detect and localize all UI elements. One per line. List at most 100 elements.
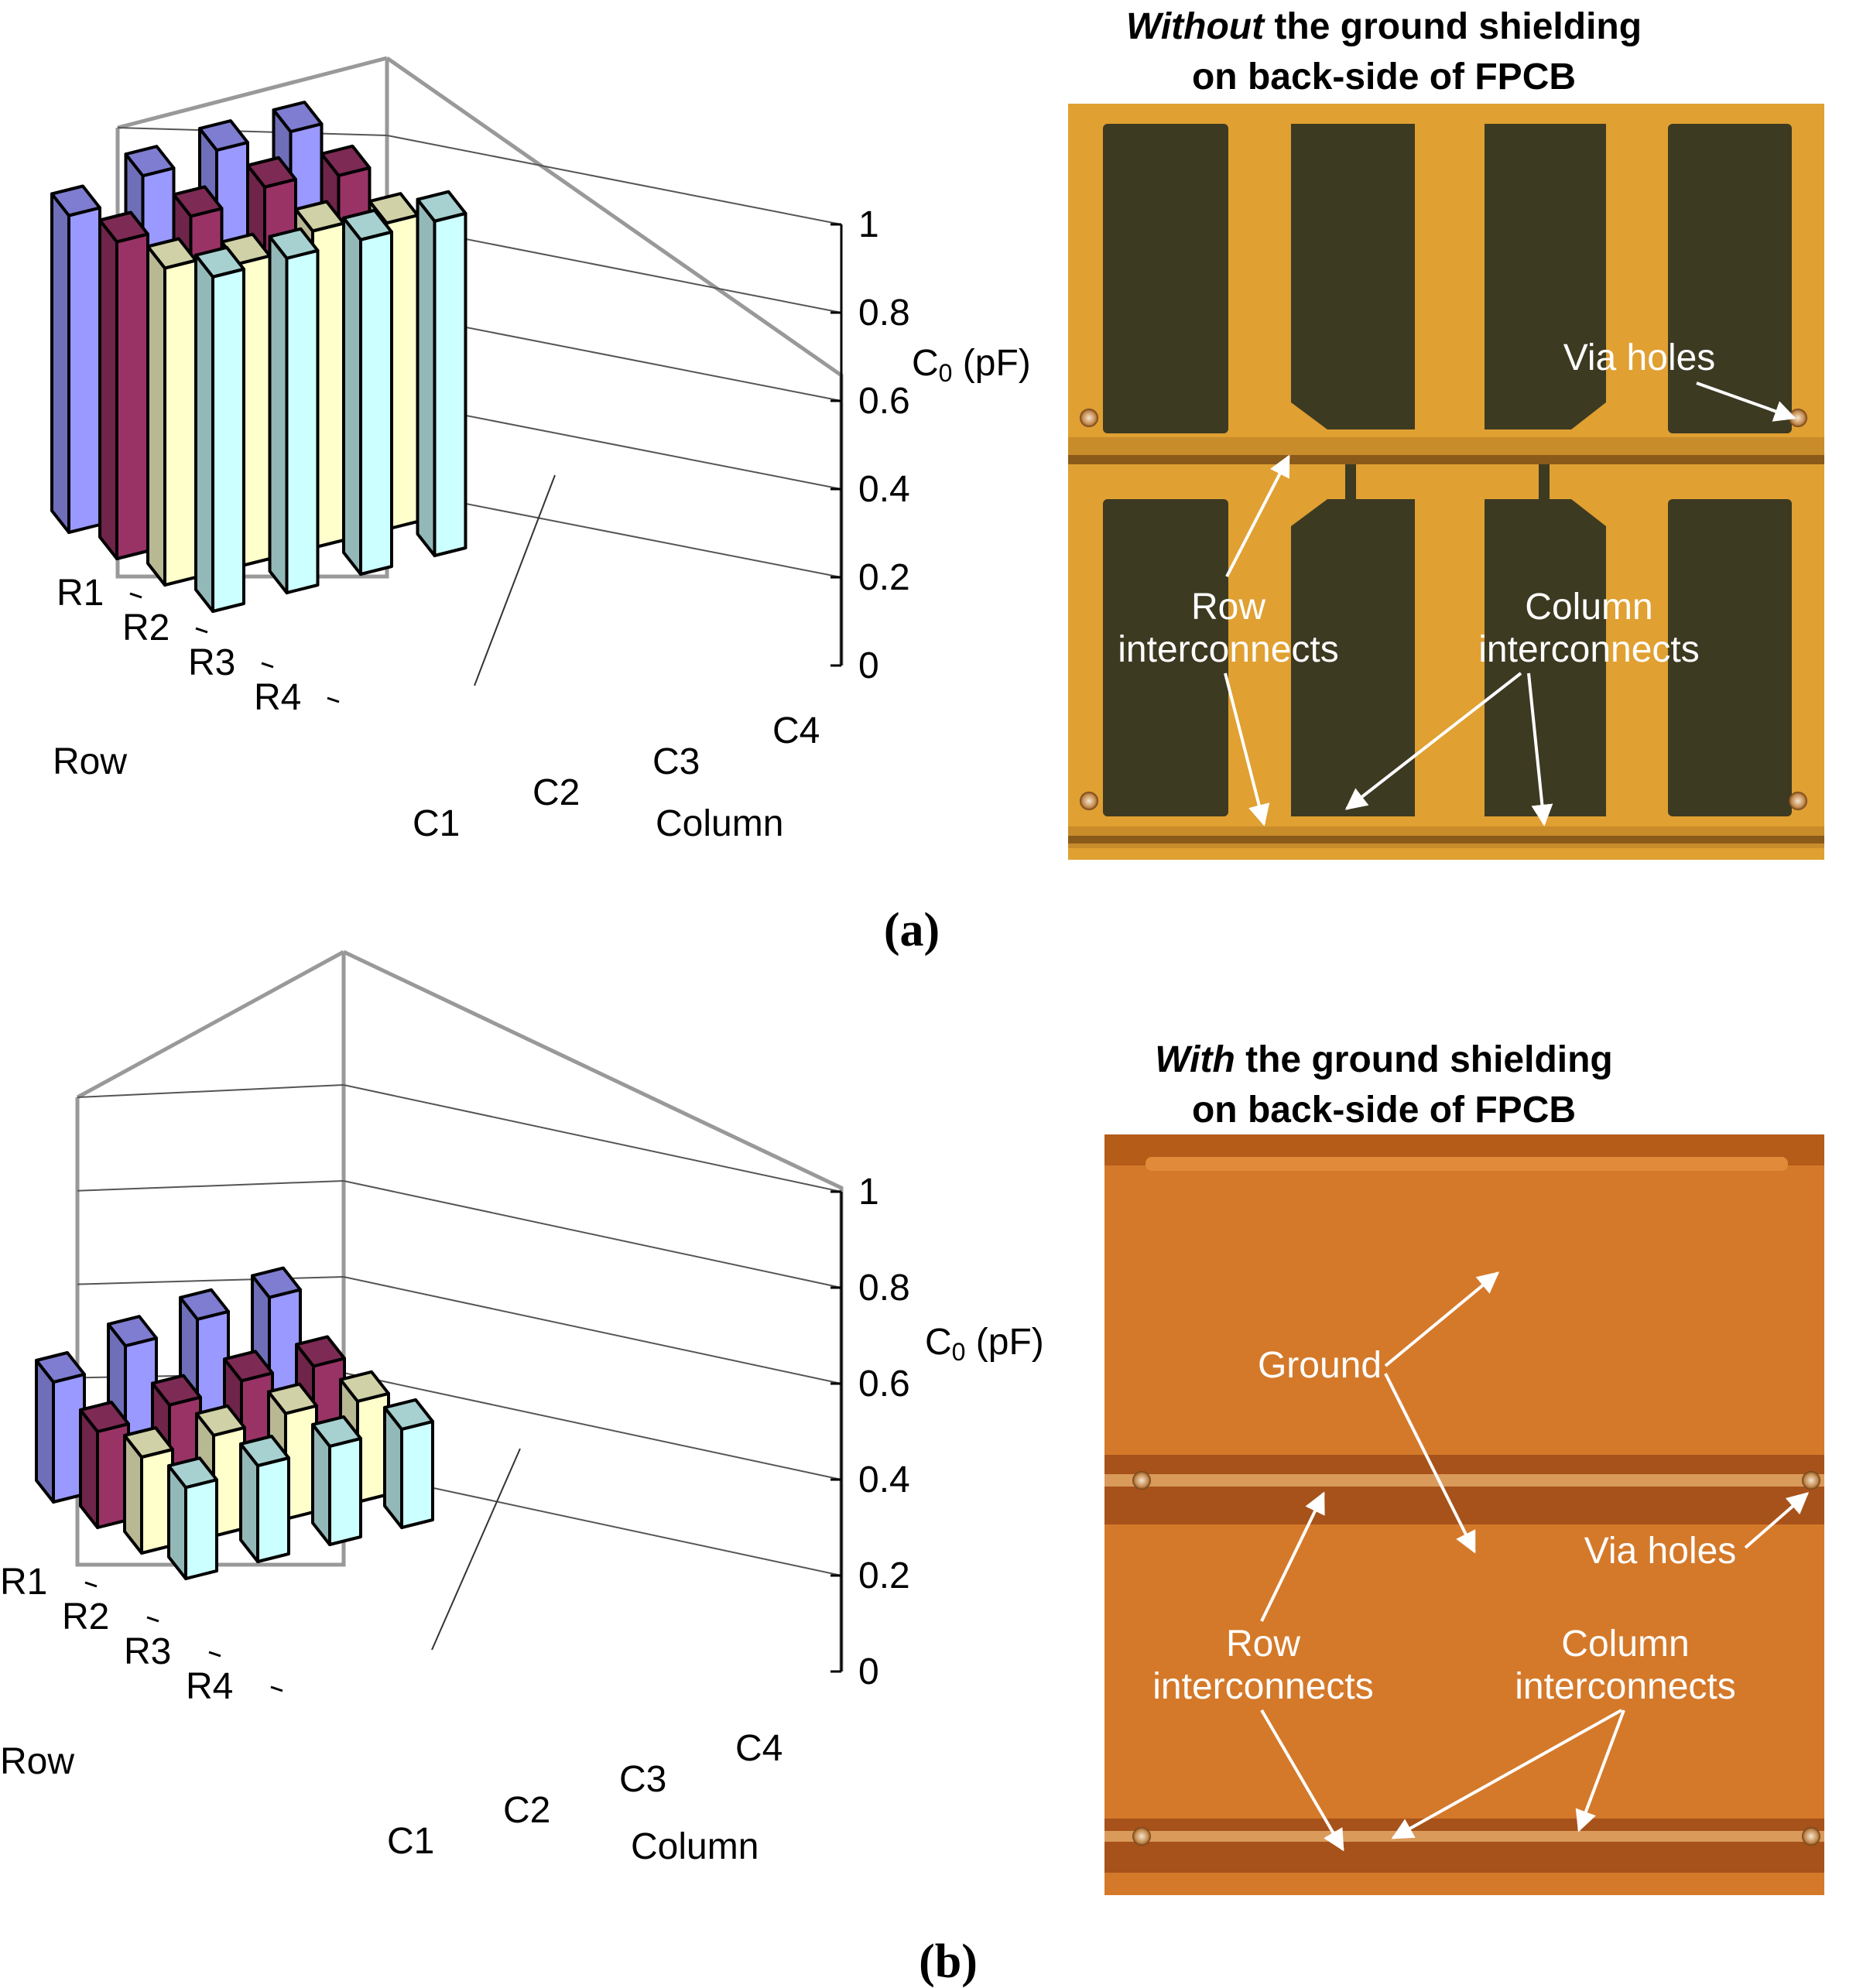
row-tick-label: R1 [0,1562,47,1603]
via-hole [1802,1471,1820,1490]
column-tick-label: C1 [387,1821,434,1862]
bar-R2-C1 [98,210,149,560]
photo-a-title-line2: on back-side of FPCB [1192,56,1576,98]
column-gap-right [1539,464,1550,499]
row-tick [261,662,274,669]
z-axis-a: 00.20.40.60.81 [830,204,910,686]
annotation-column-line2: interconnects [1478,629,1700,670]
bar-R4-C3 [311,1415,362,1546]
bar-R3-C1 [123,1426,174,1555]
column-tick-label: C1 [413,803,460,844]
row-tick [327,696,340,703]
row-axis-title-b: Row [0,1741,74,1782]
side-wall-frame-b [342,950,844,1671]
column-tick-label: C3 [619,1759,666,1800]
row-tick-label: R1 [57,573,104,614]
via-hole [1789,792,1807,810]
column-tick-label: C3 [652,741,700,782]
row-tick-label: R4 [254,677,301,718]
photo-b-title-line2: on back-side of FPCB [1192,1090,1576,1131]
fpcb-photo-without-shielding: Without the ground shielding on back-sid… [884,6,1824,956]
z-tick-label: 1 [858,204,879,245]
bar-R1-C1 [50,184,101,534]
floor-edge [431,1448,521,1651]
row-channel-upper-b [1104,1455,1824,1524]
z-axis-b: 00.20.40.60.81 [830,1172,910,1692]
row-axis-title-a: Row [53,741,127,782]
photo-b-title-line1: With the ground shielding [1155,1039,1613,1080]
column-tick-label: C2 [533,772,580,813]
row-trace-lower-b [1104,1831,1824,1842]
z-tick-label: 0.4 [858,469,910,510]
bar-R4-C2 [239,1435,290,1563]
z-tick-label: 0.2 [858,1555,910,1596]
panel-caption-a: (a) [884,904,940,956]
annotation-column-line1: Column [1525,587,1652,628]
row-tick [195,627,208,634]
annotation-row-b-line1: Row [1226,1624,1300,1665]
row-tick-label: R3 [124,1631,171,1672]
bar-R4-C4 [383,1398,434,1529]
column-axis-title-b: Column [631,1826,759,1867]
base-edges-b [431,1448,521,1651]
bar-R4-C4 [416,190,467,557]
electrode-pads-lower [1103,499,1792,816]
row-tick-label: R3 [188,642,235,683]
row-trace-upper-b [1104,1474,1824,1487]
z-tick-label: 0.6 [858,381,910,422]
row-tick [146,1616,159,1623]
bar-R1-C1 [35,1351,86,1504]
z-tick-label: 0.4 [858,1459,910,1500]
annotation-arrows-a [1224,382,1796,826]
row-tick [84,1581,98,1588]
z-tick-label: 0.6 [858,1364,910,1405]
column-labels-a: C1 C2 C3 C4 [413,710,820,844]
column-axis-title-a: Column [656,803,783,844]
annotation-arrows-b [1260,1271,1810,1852]
z-tick-label: 0.2 [858,557,910,598]
bars-a [50,101,467,613]
row-tick-label: R2 [62,1596,109,1637]
top-edge-a [117,56,388,130]
bars-b [35,1266,434,1580]
gridline [77,1083,842,1192]
z-axis-title-a: C0 (pF) [912,343,1031,387]
annotation-ground: Ground [1258,1345,1382,1386]
floor-edge [474,474,556,686]
pad-edge-top [1146,1157,1788,1171]
gridline [77,1275,842,1384]
fpcb-photo-with-shielding: With the ground shielding on back-side o… [919,1039,1824,1988]
photo-a-title-line1: Without the ground shielding [1126,6,1642,47]
annotation-via-holes: Via holes [1563,337,1716,378]
row-channel-lower-b [1104,1819,1824,1873]
bar-R3-C1 [146,237,197,587]
row-tick [208,1651,221,1658]
bar-R4-C1 [194,245,245,613]
z-axis-title-b: C0 (pF) [925,1322,1044,1366]
via-hole [1080,792,1098,810]
annotation-column-b-line2: interconnects [1515,1666,1736,1707]
bar-R4-C1 [167,1456,218,1580]
z-tick-label: 0 [858,645,879,686]
row-channel-lower-line [1068,836,1824,843]
via-hole [1132,1827,1151,1846]
row-channel-upper-line [1068,455,1824,464]
annotation-via-holes-b: Via holes [1584,1531,1737,1572]
row-tick [270,1685,283,1692]
base-edges-a [474,474,556,686]
row-tick-label: R4 [186,1666,233,1707]
row-tick-label: R2 [122,607,170,648]
z-tick-label: 0 [858,1651,879,1692]
gridline [77,1179,842,1288]
annotation-row-line2: interconnects [1118,629,1339,670]
annotation-row-line1: Row [1191,587,1265,628]
bar-R4-C2 [268,227,320,594]
top-edge-b [76,950,345,1100]
column-tick-label: C4 [772,710,820,751]
panel-caption-b: (b) [919,1935,978,1988]
